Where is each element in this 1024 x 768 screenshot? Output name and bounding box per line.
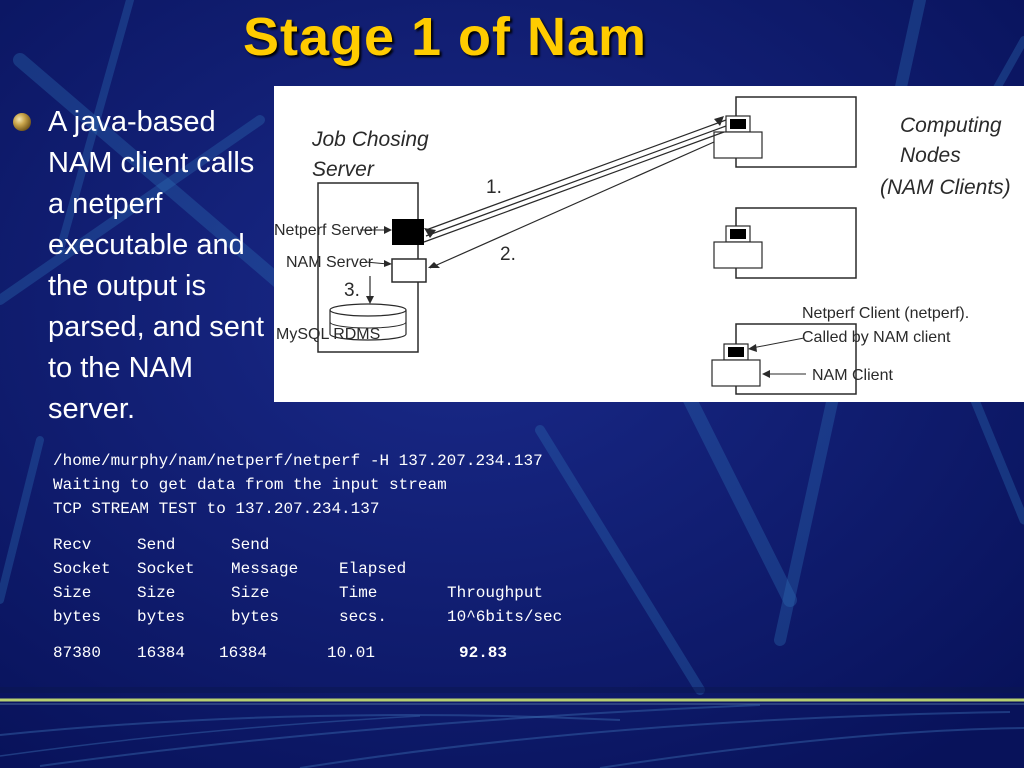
server-title: Job Chosing Server [311, 128, 435, 181]
header-cell: Size [231, 584, 270, 602]
header-row: Recv Send Send [53, 533, 753, 557]
throughput-value: 92.83 [459, 644, 508, 662]
header-row: Size Size Size Time Throughput [53, 581, 753, 605]
header-cell: Socket [137, 560, 195, 578]
command-line: /home/murphy/nam/netperf/netperf -H 137.… [53, 452, 543, 470]
header-cell: Size [137, 584, 176, 602]
send-socket-value: 16384 [137, 644, 186, 662]
header-row: bytes bytes bytes secs. 10^6bits/sec [53, 605, 753, 629]
orb-bullet-icon [13, 113, 31, 131]
netperf-client-label: Netperf Client (netperf). Called by NAM … [802, 305, 974, 346]
status-line: Waiting to get data from the input strea… [53, 476, 447, 494]
header-cell: Throughput [447, 584, 544, 602]
header-cell: Send [137, 536, 176, 554]
nam-client-label: NAM Client [812, 367, 893, 384]
step-3-label: 3. [344, 280, 360, 301]
header-cell: bytes [53, 608, 102, 626]
arrow-step-1 [423, 119, 727, 243]
netperf-server-label: Netperf Server [274, 222, 379, 239]
nodes-title: Computing Nodes (NAM Clients) [880, 114, 1011, 199]
step-1-label: 1. [486, 177, 502, 198]
arrow-step-2 [429, 141, 715, 269]
header-cell: Elapsed [339, 560, 407, 578]
bottom-divider [0, 698, 1024, 705]
result-row: 87380 16384 16384 10.01 92.83 [53, 641, 753, 665]
bullet-text: A java-based NAM client calls a netperf … [48, 106, 265, 425]
netperf-server-component [392, 219, 424, 245]
nam-server-label: NAM Server [286, 254, 374, 271]
step-2-label: 2. [500, 244, 516, 265]
architecture-diagram: Job Chosing Server Computing Nodes (NAM … [274, 86, 1024, 402]
mysql-database-icon [329, 303, 407, 341]
elapsed-time-value: 10.01 [327, 644, 376, 662]
header-cell: 10^6bits/sec [447, 608, 563, 626]
recv-socket-value: 87380 [53, 644, 102, 662]
send-message-value: 16384 [219, 644, 268, 662]
header-cell: Size [53, 584, 92, 602]
header-cell: secs. [339, 608, 388, 626]
header-cell: Message [231, 560, 299, 578]
test-line: TCP STREAM TEST to 137.207.234.137 [53, 500, 380, 518]
slide-title: Stage 1 of Nam [242, 7, 648, 67]
header-row: Socket Socket Message Elapsed [53, 557, 753, 581]
header-cell: Time [339, 584, 378, 602]
nam-server-component [391, 258, 427, 283]
header-cell: bytes [231, 608, 280, 626]
header-cell: Recv [53, 536, 92, 554]
header-cell: Socket [53, 560, 111, 578]
mysql-label: MySQL RDMS [276, 326, 380, 343]
netperf-output: /home/murphy/nam/netperf/netperf -H 137.… [53, 449, 753, 665]
header-cell: Send [231, 536, 270, 554]
header-cell: bytes [137, 608, 186, 626]
